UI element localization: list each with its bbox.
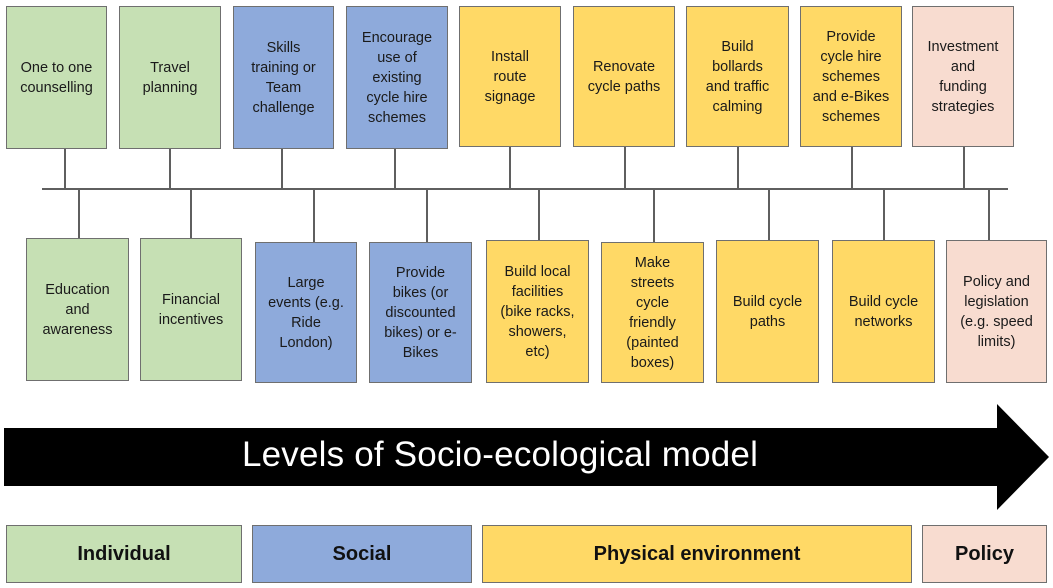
bottom-box-9: Policy and legislation (e.g. speed limit… xyxy=(946,240,1047,383)
top-box-1: One to one counselling xyxy=(6,6,107,149)
bottom-box-1: Education and awareness xyxy=(26,238,129,381)
connector-bottom-5 xyxy=(538,188,540,240)
connector-top-1 xyxy=(64,149,66,188)
timeline-line xyxy=(42,188,1008,190)
bottom-box-3: Large events (e.g. Ride London) xyxy=(255,242,357,383)
connector-bottom-9 xyxy=(988,188,990,240)
top-box-8: Provide cycle hire schemes and e-Bikes s… xyxy=(800,6,902,147)
bottom-box-6: Make streets cycle friendly (painted box… xyxy=(601,242,704,383)
arrow-shape xyxy=(4,404,1049,510)
connector-top-3 xyxy=(281,149,283,188)
legend-social: Social xyxy=(252,525,472,583)
connector-top-2 xyxy=(169,149,171,188)
top-box-4: Encourage use of existing cycle hire sch… xyxy=(346,6,448,149)
connector-bottom-1 xyxy=(78,188,80,238)
legend-individual: Individual xyxy=(6,525,242,583)
connector-top-5 xyxy=(509,147,511,188)
connector-bottom-7 xyxy=(768,188,770,240)
top-box-7: Build bollards and traffic calming xyxy=(686,6,789,147)
connector-bottom-2 xyxy=(190,188,192,238)
connector-bottom-4 xyxy=(426,188,428,242)
bottom-box-8: Build cycle networks xyxy=(832,240,935,383)
connector-bottom-6 xyxy=(653,188,655,242)
bottom-box-5: Build local facilities (bike racks, show… xyxy=(486,240,589,383)
bottom-box-7: Build cycle paths xyxy=(716,240,819,383)
top-box-3: Skills training or Team challenge xyxy=(233,6,334,149)
bottom-box-2: Financial incentives xyxy=(140,238,242,381)
legend-policy: Policy xyxy=(922,525,1047,583)
top-box-5: Install route signage xyxy=(459,6,561,147)
connector-top-7 xyxy=(737,147,739,188)
connector-top-9 xyxy=(963,147,965,188)
connector-top-6 xyxy=(624,147,626,188)
top-box-2: Travel planning xyxy=(119,6,221,149)
connector-top-4 xyxy=(394,149,396,188)
top-box-6: Renovate cycle paths xyxy=(573,6,675,147)
top-box-9: Investment and funding strategies xyxy=(912,6,1014,147)
connector-bottom-3 xyxy=(313,188,315,242)
connector-bottom-8 xyxy=(883,188,885,240)
bottom-box-4: Provide bikes (or discounted bikes) or e… xyxy=(369,242,472,383)
connector-top-8 xyxy=(851,147,853,188)
legend-physical: Physical environment xyxy=(482,525,912,583)
arrow-label: Levels of Socio-ecological model xyxy=(241,435,759,474)
levels-arrow xyxy=(4,404,1049,510)
